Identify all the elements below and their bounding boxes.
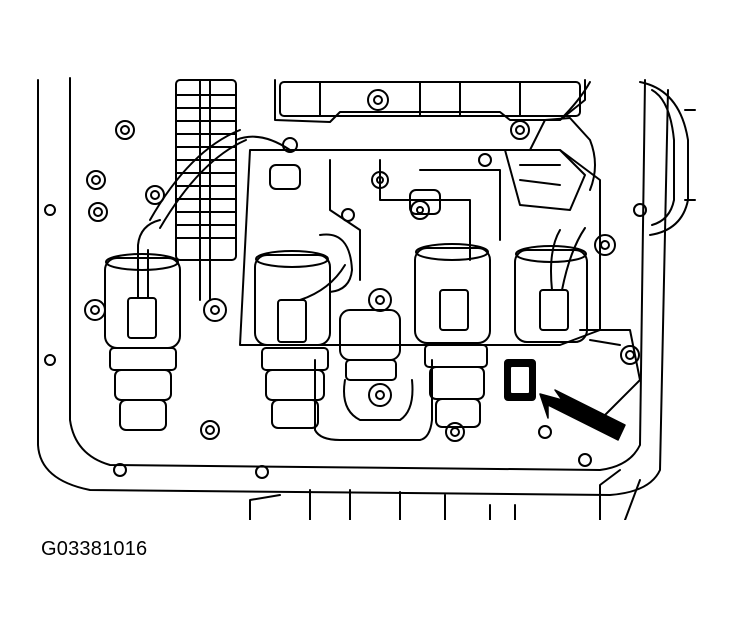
- case-inner-outline: [69, 77, 646, 471]
- shift-solenoid-2: [254, 233, 353, 429]
- case-outline: [37, 79, 669, 496]
- target-connector: [504, 359, 536, 401]
- transmission-valve-body-diagram: [37, 77, 696, 520]
- shift-solenoid-1: [104, 219, 181, 431]
- wiring-harness: [149, 79, 291, 301]
- bolts: [44, 89, 647, 479]
- connector-cluster: [504, 81, 596, 211]
- center-solenoid: [314, 309, 433, 441]
- upper-block: [279, 81, 581, 117]
- shift-solenoid-3: [414, 243, 491, 428]
- upper-housing: [274, 79, 586, 123]
- figure-code-label: G03381016: [41, 538, 148, 560]
- right-cover: [639, 81, 689, 236]
- pointer-arrow: [539, 389, 626, 441]
- shift-solenoid-4: [514, 227, 588, 343]
